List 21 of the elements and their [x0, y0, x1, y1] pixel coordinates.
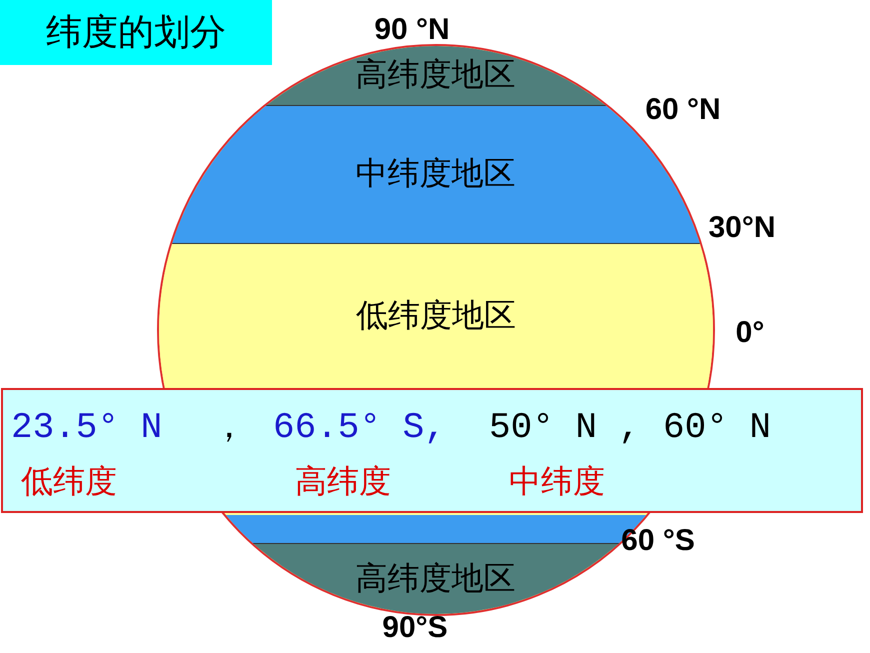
latitude-value: 50° N , [489, 408, 640, 448]
latitude-value: 60° N [663, 408, 772, 448]
latitude-label: 90 °N [374, 13, 450, 47]
zone-answer: 中纬度 [509, 462, 605, 500]
latitude-band [158, 243, 714, 388]
latitude-value: 23.5° N [11, 408, 162, 448]
latitude-label: 90°S [382, 611, 448, 645]
latitude-value: 66.5° S, [273, 408, 446, 448]
zone-answer: 高纬度 [295, 462, 391, 500]
latitude-label: 60 °N [645, 93, 721, 127]
latitude-value: ， [211, 408, 247, 448]
region-label: 高纬度地区 [354, 558, 516, 599]
latitude-label: 60 °S [621, 524, 695, 558]
title: 纬度的划分 [0, 0, 272, 65]
region-label: 低纬度地区 [355, 294, 517, 336]
region-label: 中纬度地区 [354, 153, 516, 194]
latitude-label: 0° [736, 316, 764, 350]
region-label: 高纬度地区 [354, 54, 516, 95]
latitude-label: 30°N [708, 211, 776, 245]
zone-answer: 低纬度 [21, 462, 117, 500]
answer-panel [1, 388, 863, 513]
